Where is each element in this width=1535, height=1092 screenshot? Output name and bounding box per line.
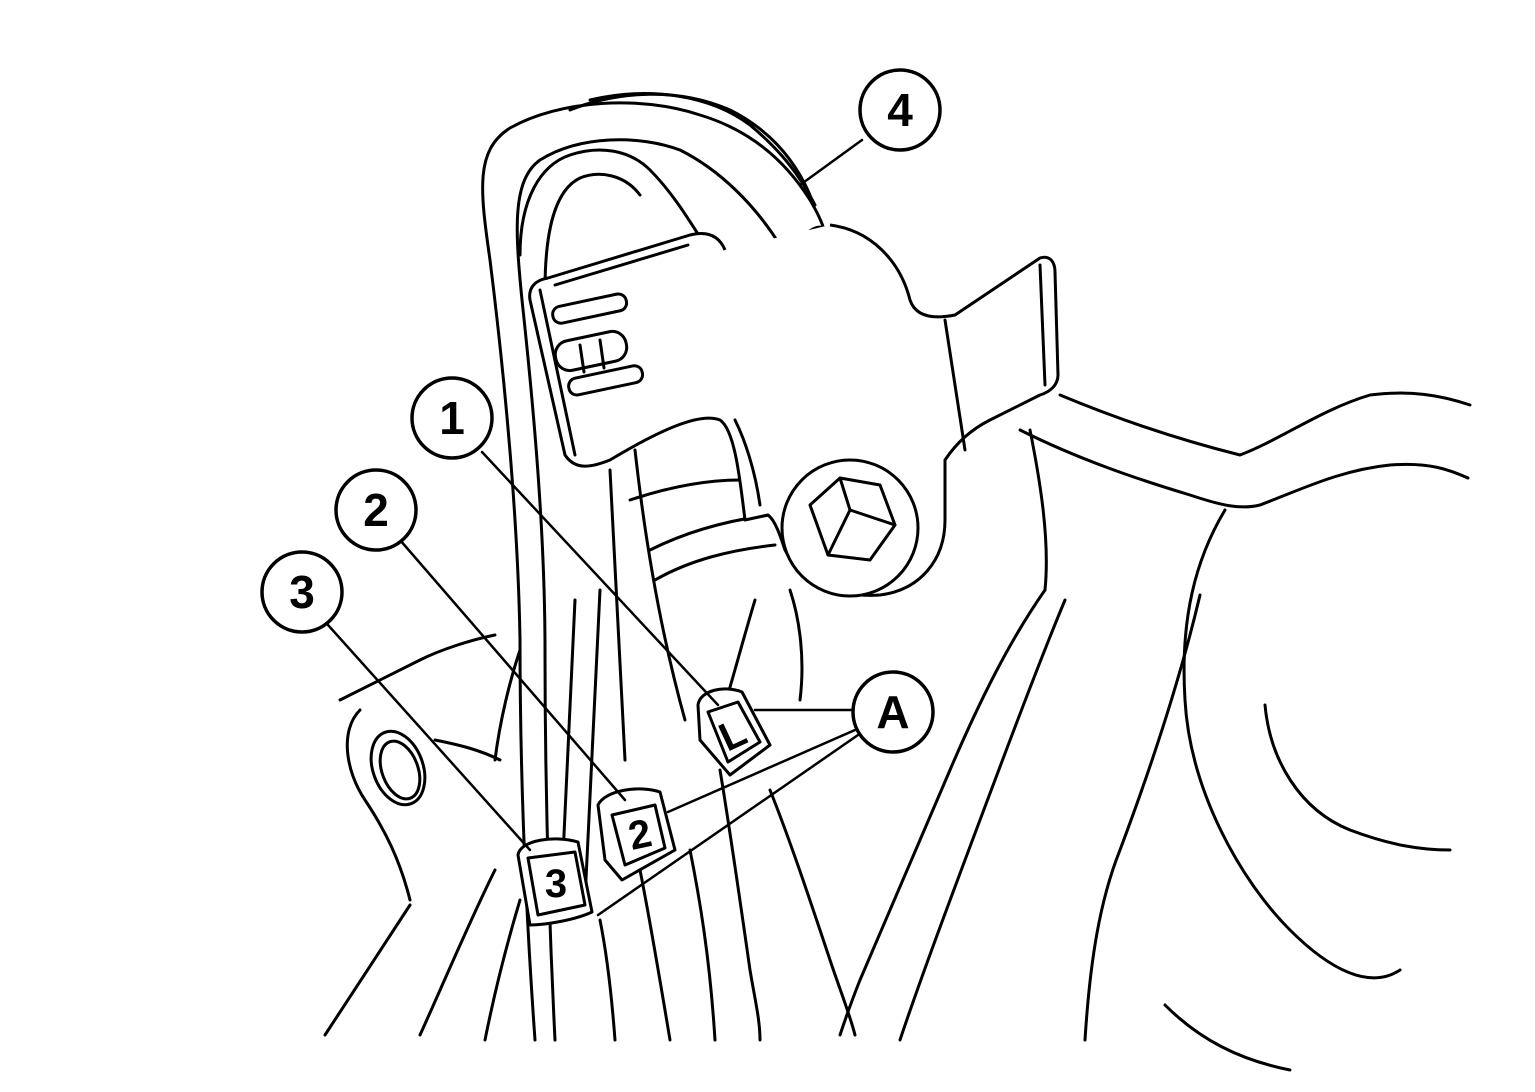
callout-3: 3: [260, 550, 344, 634]
callout-a: A: [851, 670, 935, 754]
tube-tags: L 2 3: [516, 687, 772, 927]
callout-label-1: 1: [439, 392, 465, 444]
callout-2: 2: [334, 468, 418, 552]
callout-label-2: 2: [363, 484, 389, 536]
callout-4: 4: [858, 68, 942, 152]
tube-tag-l: L: [696, 687, 772, 777]
tube-tag-3: 3: [516, 837, 594, 927]
callout-label-a: A: [876, 686, 909, 738]
callout-label-3: 3: [289, 566, 315, 618]
callout-label-4: 4: [887, 84, 913, 136]
housing-body: [323, 391, 1472, 1072]
tube-tag-2: 2: [596, 787, 677, 882]
tag-label-3: 3: [545, 862, 567, 906]
leader-lines: [326, 138, 864, 917]
tube-clamp-bracket: [528, 223, 1060, 598]
callout-1: 1: [410, 376, 494, 460]
